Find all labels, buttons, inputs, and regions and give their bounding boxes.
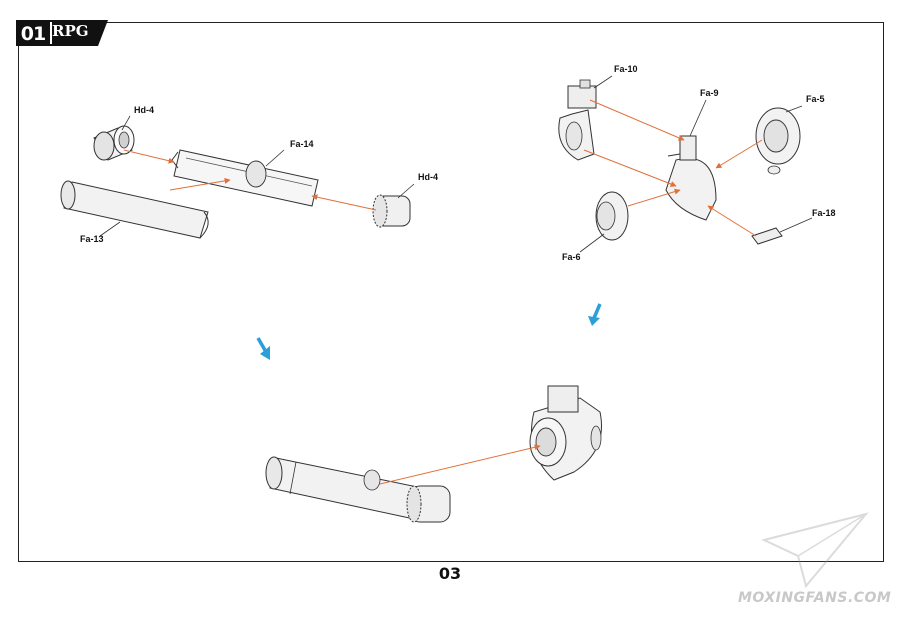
page-number: 03 [438, 564, 462, 583]
brand-logo-text: RPG [52, 22, 89, 40]
label-fa6: Fa-6 [562, 252, 581, 262]
label-fa5: Fa-5 [806, 94, 825, 104]
page-frame [18, 22, 884, 562]
label-fa14: Fa-14 [290, 139, 314, 149]
label-fa18: Fa-18 [812, 208, 836, 218]
flow-arrow-left [256, 337, 270, 360]
part-fa10 [558, 79, 597, 161]
watermark-logo [761, 512, 869, 589]
watermark-text: MOXINGFANS.COM [738, 590, 892, 606]
label-hd4-left: Hd-4 [134, 105, 154, 115]
part-fa13 [60, 180, 209, 239]
part-hd4-right [372, 194, 411, 228]
label-fa13: Fa-13 [80, 234, 104, 244]
part-fa14 [171, 149, 319, 207]
flow-arrow-right [588, 303, 602, 326]
label-fa9: Fa-9 [700, 88, 719, 98]
part-fa6 [595, 191, 629, 241]
assembled-sight-housing [529, 385, 602, 481]
step-tab-background [16, 20, 108, 46]
part-fa5 [755, 107, 801, 175]
assembled-tube [265, 456, 451, 523]
part-hd4-left [93, 125, 135, 161]
label-hd4-right: Hd-4 [418, 172, 438, 182]
part-fa9 [665, 135, 717, 221]
label-fa10: Fa-10 [614, 64, 638, 74]
step-number: 01 [20, 23, 46, 45]
part-fa18 [751, 227, 783, 245]
